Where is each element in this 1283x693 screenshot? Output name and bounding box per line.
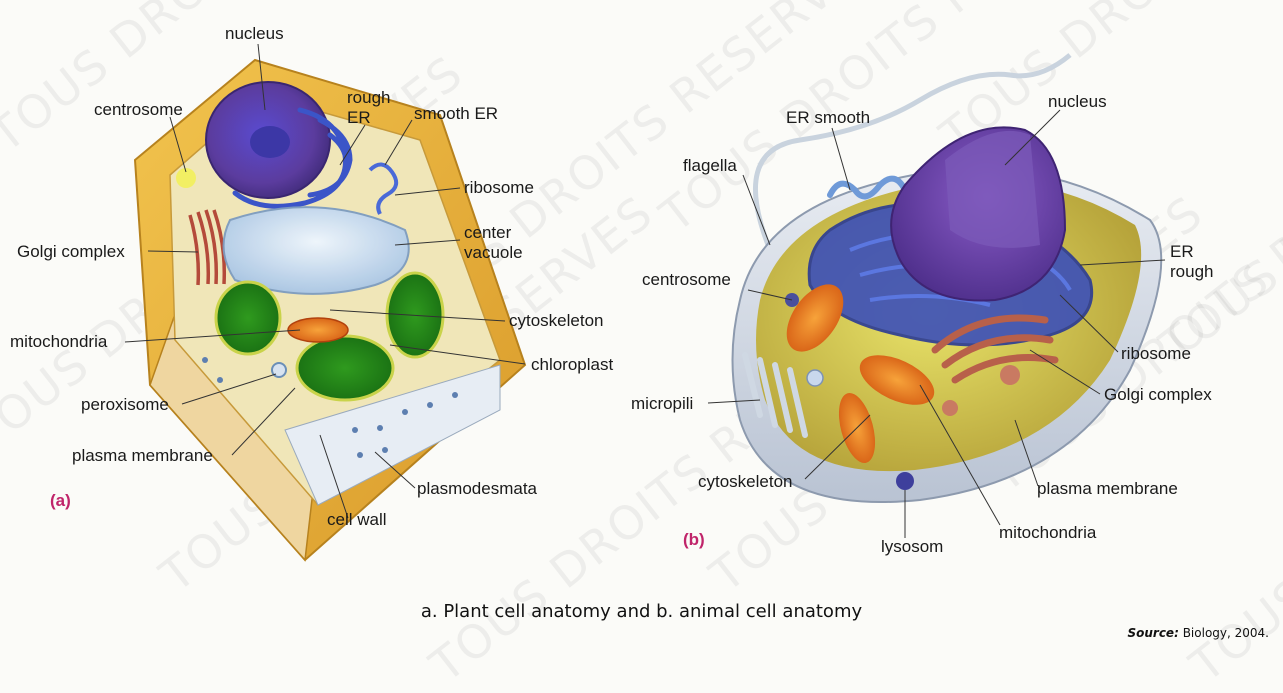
plant-label-chloroplast: chloroplast (531, 355, 613, 375)
animal-label-golgi: Golgi complex (1104, 385, 1212, 405)
plant-label-peroxisome: peroxisome (81, 395, 169, 415)
animal-lysosome (896, 472, 914, 490)
plant-label-center-vacuole: center vacuole (464, 223, 523, 263)
plant-label-golgi: Golgi complex (17, 242, 125, 262)
animal-cell-illustration (708, 55, 1165, 538)
animal-label-flagella: flagella (683, 156, 737, 176)
plant-label-mitochondria: mitochondria (10, 332, 107, 352)
animal-label-lysosom: lysosom (881, 537, 943, 557)
animal-label-er-rough: ER rough (1170, 242, 1213, 282)
plant-label-ribosome: ribosome (464, 178, 534, 198)
panel-label-a: (a) (50, 491, 71, 511)
panel-label-b: (b) (683, 530, 705, 550)
animal-golgi-vesicle (942, 400, 958, 416)
animal-label-mitochondria: mitochondria (999, 523, 1096, 543)
plant-label-rough-er: rough ER (347, 88, 390, 128)
plant-chloroplast-1 (216, 282, 280, 354)
animal-label-cytoskeleton: cytoskeleton (698, 472, 793, 492)
plant-label-plasma-membrane: plasma membrane (72, 446, 213, 466)
animal-golgi-vesicle (1000, 365, 1020, 385)
animal-label-plasma-membrane: plasma membrane (1037, 479, 1178, 499)
animal-vesicle (807, 370, 823, 386)
plant-chloroplast-3 (297, 336, 393, 400)
animal-label-centrosome: centrosome (642, 270, 731, 290)
plant-label-plasmodesmata: plasmodesmata (417, 479, 537, 499)
animal-label-ribosome: ribosome (1121, 344, 1191, 364)
source-credit: Source: Biology, 2004. (1127, 626, 1269, 640)
source-text: Biology, 2004. (1183, 626, 1269, 640)
plant-label-centrosome: centrosome (94, 100, 183, 120)
plant-label-cytoskeleton: cytoskeleton (509, 311, 604, 331)
animal-label-er-smooth: ER smooth (786, 108, 870, 128)
animal-label-nucleus: nucleus (1048, 92, 1107, 112)
plant-label-nucleus: nucleus (225, 24, 284, 44)
figure-caption: a. Plant cell anatomy and b. animal cell… (0, 601, 1283, 622)
plant-label-cell-wall: cell wall (327, 510, 387, 530)
plant-nucleolus (250, 126, 290, 158)
animal-label-micropili: micropili (631, 394, 693, 414)
source-label: Source: (1127, 626, 1178, 640)
plant-label-smooth-er: smooth ER (414, 104, 498, 124)
